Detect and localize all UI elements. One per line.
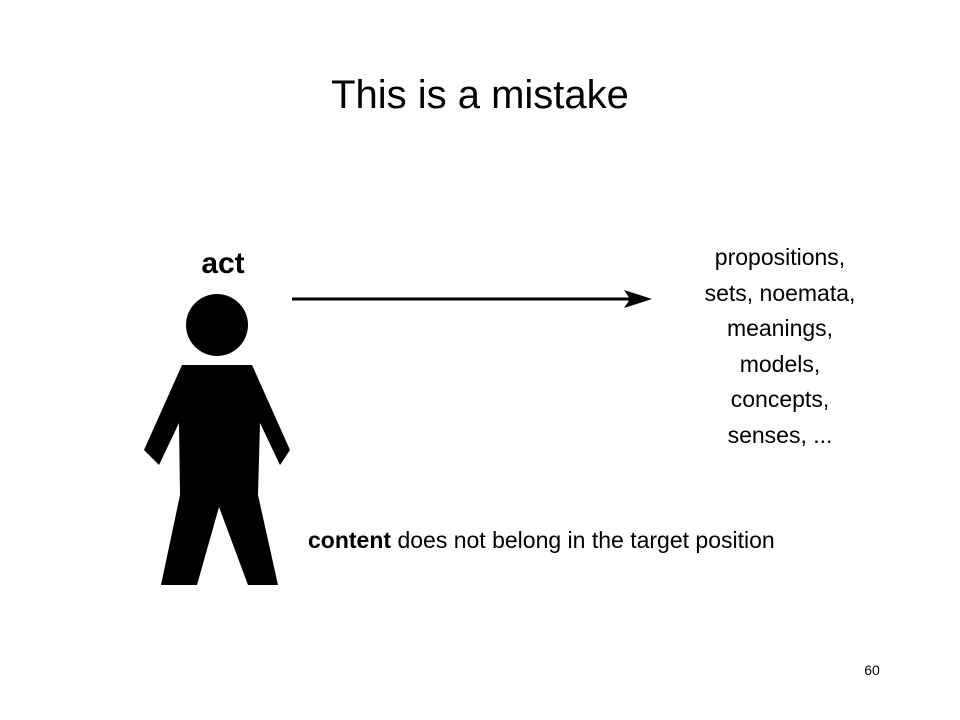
- target-item: models,: [739, 350, 821, 377]
- target-item: meanings,: [726, 315, 834, 341]
- target-item: sets, noemata,: [704, 279, 856, 306]
- caption-emphasis: content: [308, 527, 392, 553]
- target-item: concepts,: [730, 386, 830, 412]
- target-item: propositions,: [714, 244, 846, 270]
- stick-figure-icon: [144, 294, 290, 585]
- arrow-right-icon: [292, 290, 652, 308]
- page-number: 60: [864, 662, 880, 678]
- target-list: propositions, sets, noemata, meanings, m…: [640, 240, 920, 453]
- slide-title: This is a mistake: [331, 73, 629, 117]
- caption-text: does not belong in the target position: [391, 527, 775, 553]
- caption: content does not belong in the target po…: [308, 523, 960, 557]
- act-label: act: [201, 247, 245, 280]
- target-item: senses, ...: [727, 421, 833, 448]
